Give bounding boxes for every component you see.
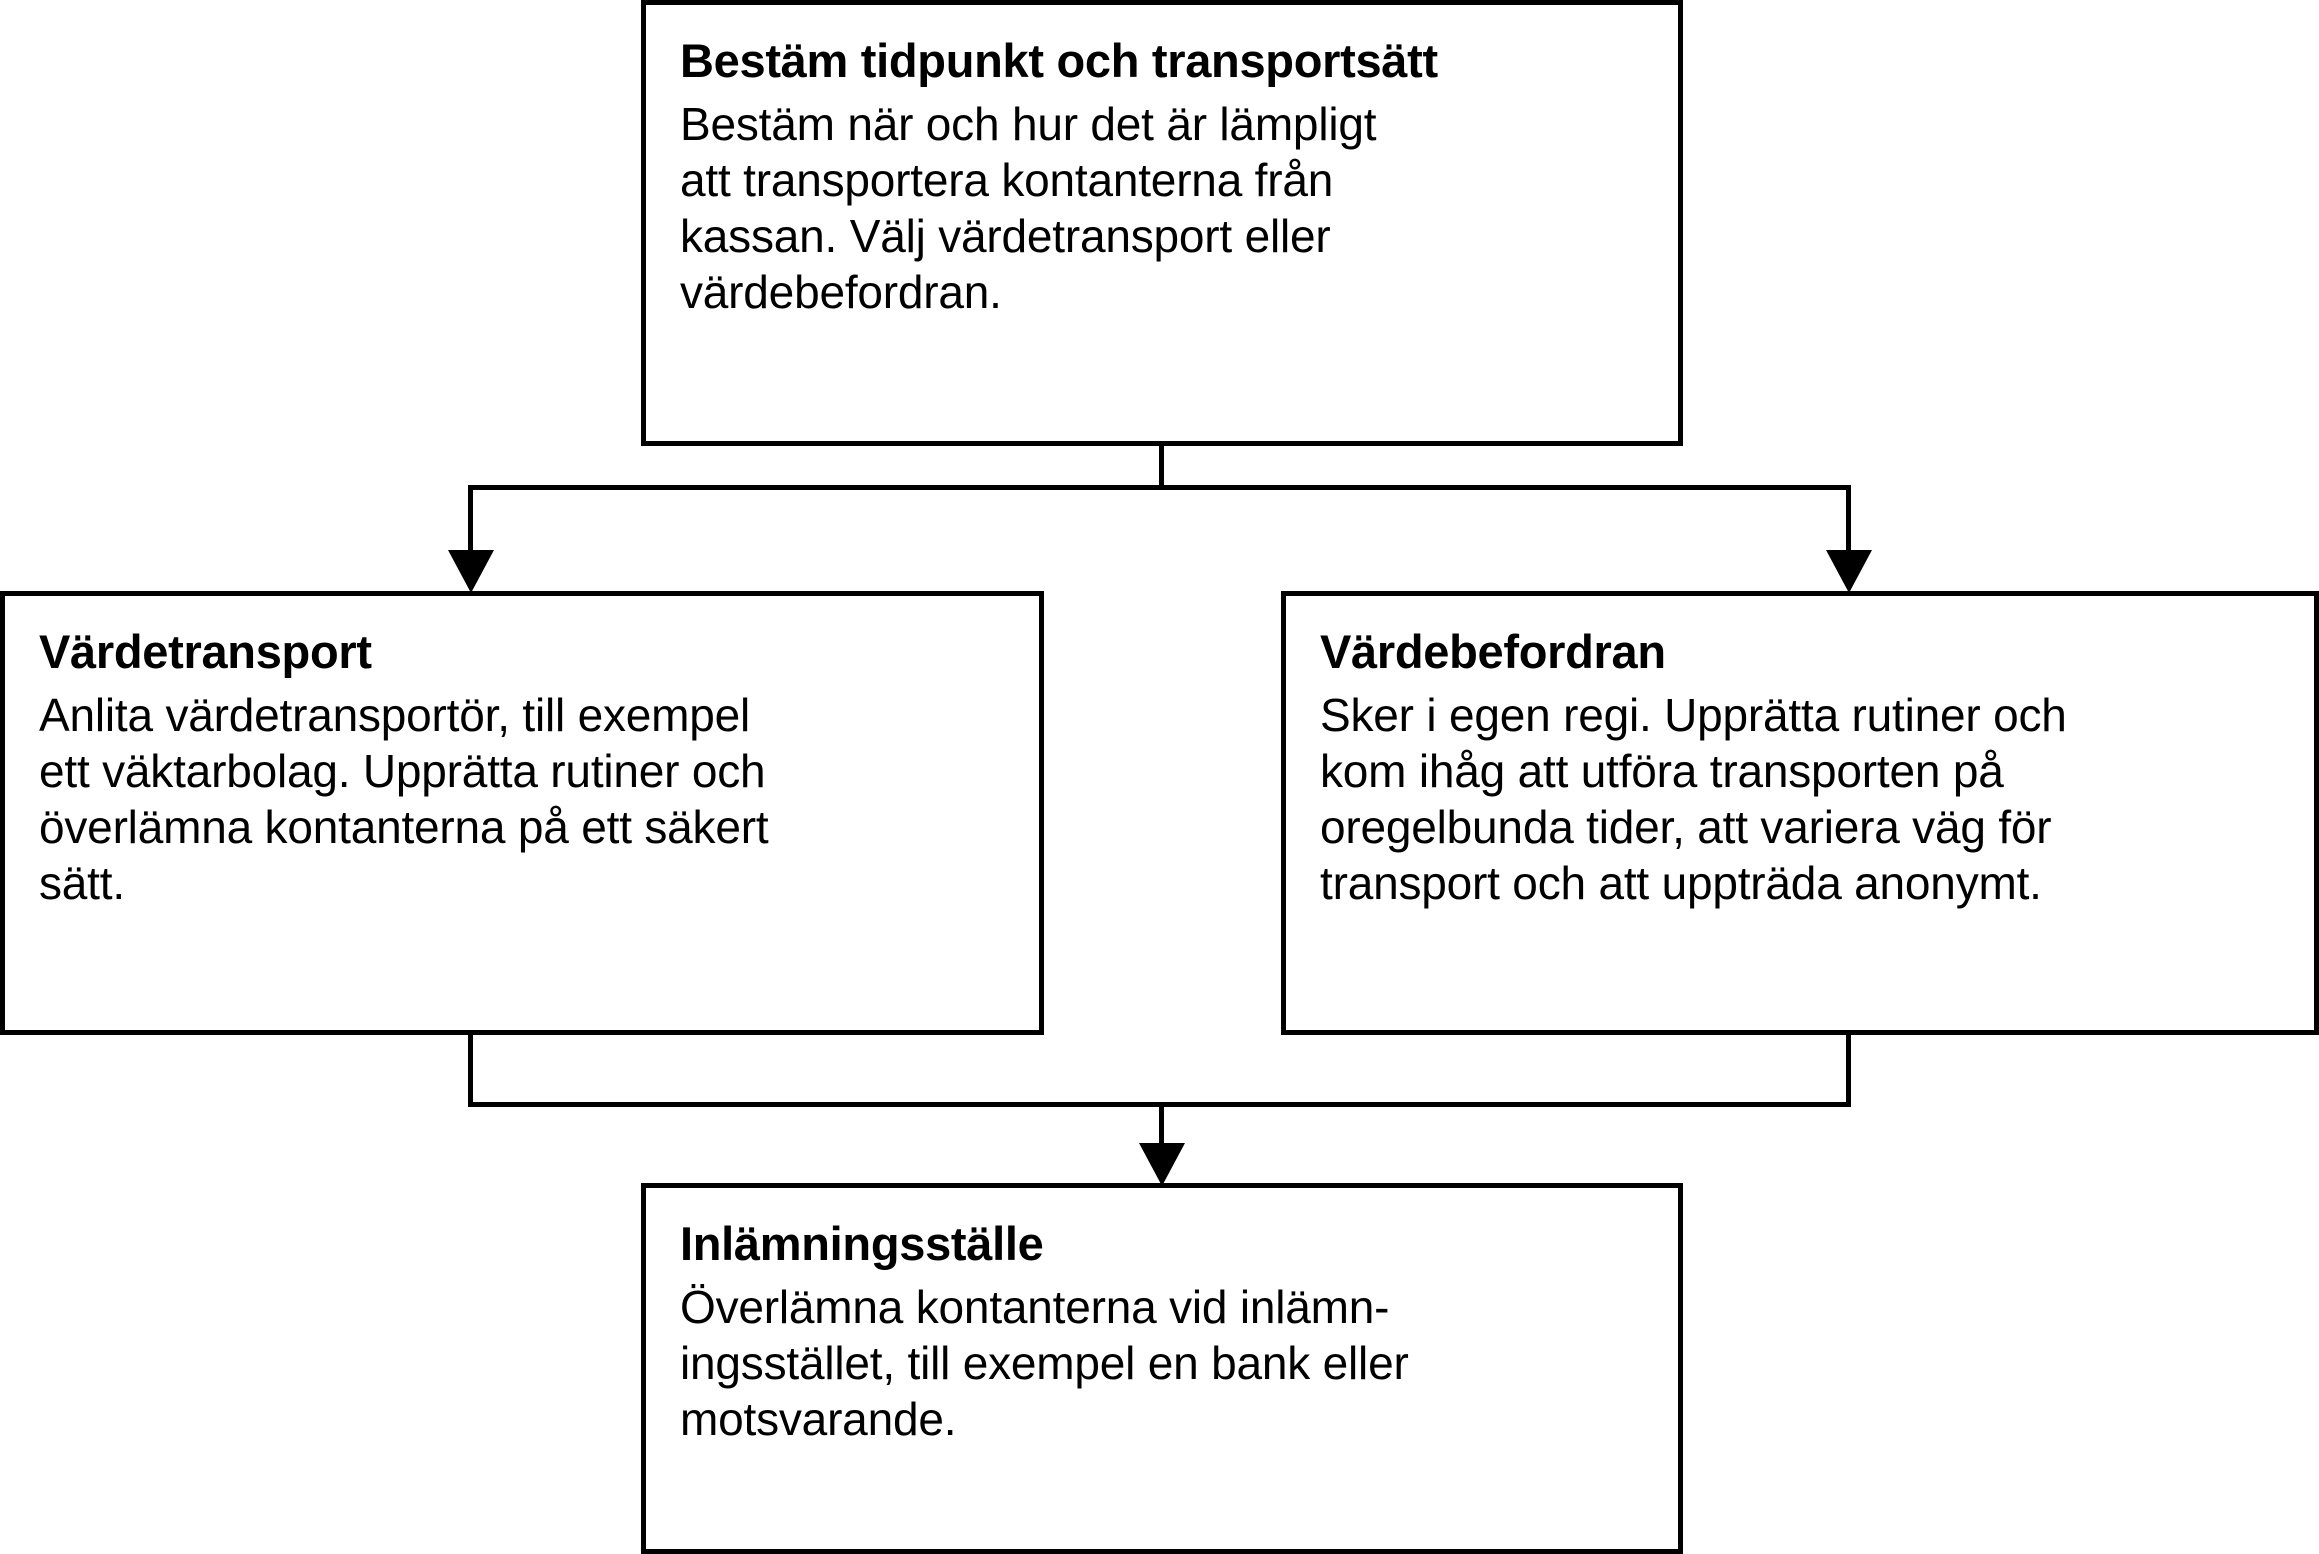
arrowhead-down-icon <box>1139 1143 1185 1186</box>
node-body: Anlita värdetransportör, till exempel et… <box>39 687 1005 911</box>
node-title: Inlämningsställe <box>680 1217 1044 1270</box>
flowchart-node-vardebefordran[interactable]: Värdebefordran Sker i egen regi. Upprätt… <box>1281 591 2319 1035</box>
node-body-line: motsvarande. <box>680 1392 957 1445</box>
connector-split-bar <box>468 485 1851 490</box>
node-body: Bestäm när och hur det är lämpligt att t… <box>680 96 1644 320</box>
connector-top-stem <box>1159 443 1164 490</box>
connector-merge-stem-right <box>1846 1032 1851 1105</box>
arrowhead-down-icon <box>1826 550 1872 593</box>
node-body: Sker i egen regi. Upprätta rutiner och k… <box>1320 687 2280 911</box>
node-body-line: Anlita värdetransportör, till exempel <box>39 688 751 741</box>
node-body-line: ett väktarbolag. Upprätta rutiner och <box>39 744 766 797</box>
node-body-line: sätt. <box>39 856 125 909</box>
node-content: Bestäm tidpunkt och transportsätt Bestäm… <box>646 5 1678 342</box>
connector-merge-drop <box>1159 1102 1164 1160</box>
node-body-line: att transportera kontanterna från <box>680 153 1334 206</box>
node-body-line: ingsstället, till exempel en bank eller <box>680 1336 1409 1389</box>
flowchart-node-bestam-tidpunkt[interactable]: Bestäm tidpunkt och transportsätt Bestäm… <box>641 0 1683 446</box>
node-body-line: Sker i egen regi. Upprätta rutiner och <box>1320 688 2067 741</box>
node-body-line: kom ihåg att utföra transporten på <box>1320 744 2004 797</box>
node-content: Inlämningsställe Överlämna kontanterna v… <box>646 1188 1678 1469</box>
node-content: Värdebefordran Sker i egen regi. Upprätt… <box>1286 596 2314 933</box>
node-title: Värdebefordran <box>1320 625 1666 678</box>
node-body: Överlämna kontanterna vid inlämn- ingsst… <box>680 1279 1644 1447</box>
node-body-line: överlämna kontanterna på ett säkert <box>39 800 769 853</box>
node-title: Bestäm tidpunkt och transportsätt <box>680 34 1438 87</box>
node-body-line: Bestäm när och hur det är lämpligt <box>680 97 1377 150</box>
node-body-line: oregelbunda tider, att variera väg för <box>1320 800 2052 853</box>
node-title: Värdetransport <box>39 625 372 678</box>
node-body-line: kassan. Välj värdetransport eller <box>680 209 1331 262</box>
connector-split-drop-right <box>1846 485 1851 553</box>
node-body-line: värdebefordran. <box>680 265 1002 318</box>
connector-merge-stem-left <box>468 1032 473 1105</box>
node-body-line: Överlämna kontanterna vid inlämn- <box>680 1280 1390 1333</box>
node-content: Värdetransport Anlita värdetransportör, … <box>5 596 1039 933</box>
flowchart-node-vardetransport[interactable]: Värdetransport Anlita värdetransportör, … <box>0 591 1044 1035</box>
flowchart-node-inlamningsstalle[interactable]: Inlämningsställe Överlämna kontanterna v… <box>641 1183 1683 1554</box>
connector-split-drop-left <box>468 485 473 553</box>
arrowhead-down-icon <box>448 550 494 593</box>
node-body-line: transport och att uppträda anonymt. <box>1320 856 2042 909</box>
